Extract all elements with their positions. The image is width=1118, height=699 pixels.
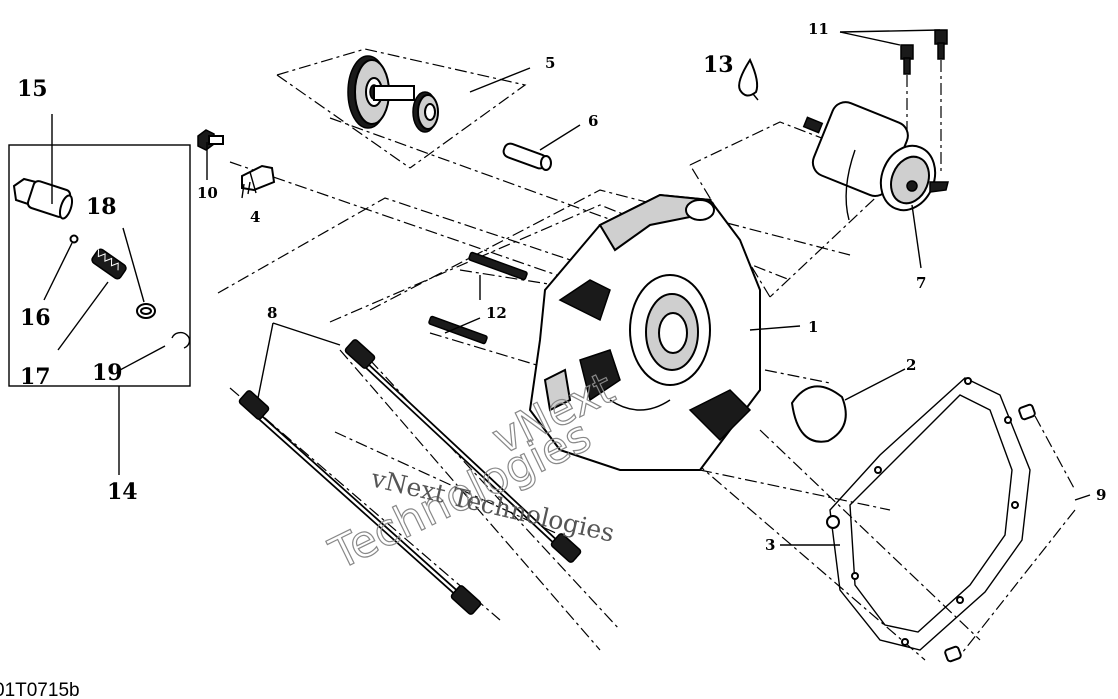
callout-15: 15: [17, 76, 48, 102]
callout-leaders: [206, 29, 1091, 546]
starter-motor-part: [802, 101, 949, 221]
studs-12-part: [428, 251, 528, 345]
o-ring-part: [790, 385, 847, 443]
callout-2: 2: [906, 356, 916, 374]
callout-19: 19: [92, 360, 123, 386]
studs-8-part: [238, 339, 582, 615]
inset-frame: [8, 144, 191, 387]
inset-group-box: [8, 114, 191, 475]
starter-gears-part: [347, 55, 439, 133]
callout-11: 11: [808, 20, 829, 38]
callout-13: 13: [703, 52, 734, 78]
bolt-small-part: [197, 129, 224, 151]
circlip-part: [171, 331, 191, 349]
drain-plug-part: [12, 177, 74, 220]
figure-code: 01T0715b: [0, 680, 80, 699]
shaft-part: [502, 142, 552, 171]
callout-4: 4: [250, 208, 260, 226]
clamp-part: [241, 164, 276, 199]
callout-1: 1: [808, 318, 818, 336]
callout-16: 16: [20, 305, 51, 331]
gasket-part: [826, 377, 1031, 651]
callout-17: 17: [20, 364, 51, 390]
callout-6: 6: [588, 112, 598, 130]
motor-bolts-part: [900, 29, 948, 175]
callout-5: 5: [545, 54, 555, 72]
sealant-drop-icon: [738, 57, 759, 97]
callout-14: 14: [107, 479, 138, 505]
callout-12: 12: [486, 304, 507, 322]
crankcase-part: [528, 193, 761, 471]
callout-8: 8: [267, 304, 277, 322]
callout-3: 3: [765, 536, 775, 554]
dowel-pins-part: [944, 403, 1036, 663]
ball-part: [69, 234, 79, 244]
callout-18: 18: [86, 194, 117, 220]
callout-9: 9: [1096, 486, 1106, 504]
callout-10: 10: [197, 184, 218, 202]
callout-7: 7: [916, 274, 926, 292]
spring-part: [91, 248, 127, 280]
callout-numbers: 1 2 3 4 5 6 7 8 9 10 11 12 13 14 15 16 1…: [17, 20, 1106, 554]
